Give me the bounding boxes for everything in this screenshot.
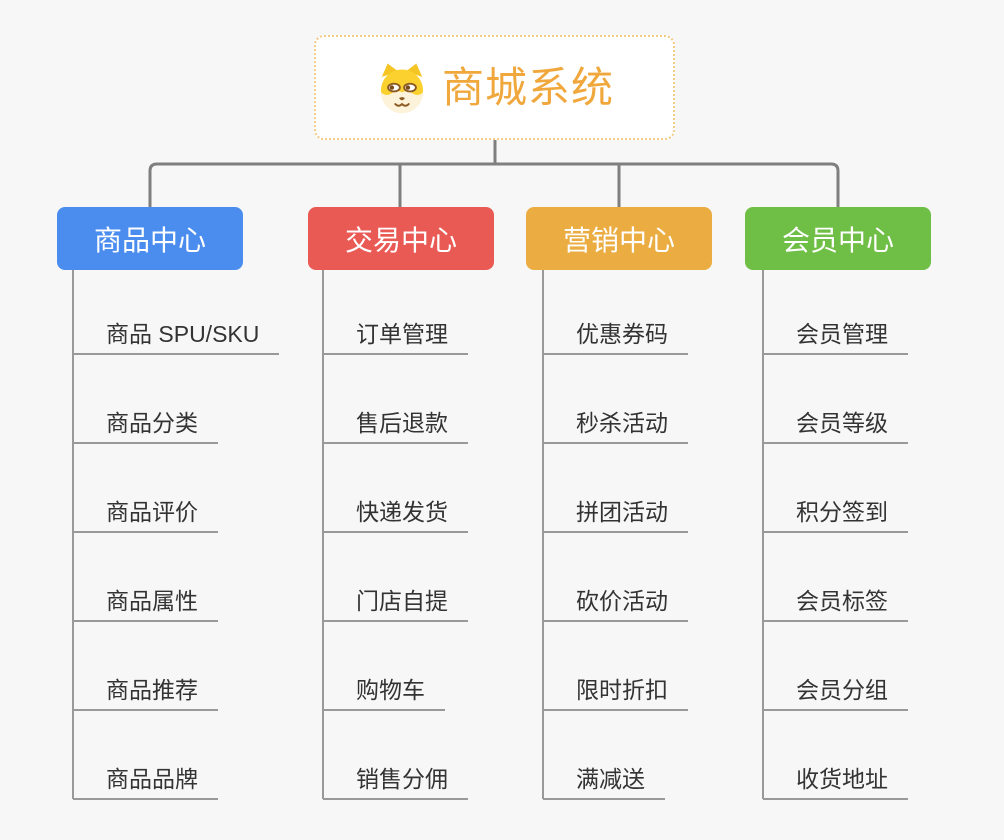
branch-node-trade-center[interactable]: 交易中心 [308, 207, 494, 270]
marketing-leaf[interactable]: 限时折扣 [543, 677, 688, 711]
product-leaf[interactable]: 商品分类 [73, 410, 218, 444]
product-leaf[interactable]: 商品品牌 [73, 766, 218, 800]
branch-node-product-center[interactable]: 商品中心 [57, 207, 243, 270]
branch-node-member-center[interactable]: 会员中心 [745, 207, 931, 270]
member-leaf[interactable]: 积分签到 [763, 499, 908, 533]
trade-leaf[interactable]: 快递发货 [323, 499, 468, 533]
member-leaf[interactable]: 会员标签 [763, 588, 908, 622]
trade-leaf[interactable]: 销售分佣 [323, 766, 468, 800]
product-leaf[interactable]: 商品推荐 [73, 677, 218, 711]
root-node[interactable]: 商城系统 [314, 35, 675, 140]
member-leaf[interactable]: 会员分组 [763, 677, 908, 711]
product-leaf[interactable]: 商品评价 [73, 499, 218, 533]
marketing-leaf[interactable]: 砍价活动 [543, 588, 688, 622]
marketing-leaf[interactable]: 优惠券码 [543, 321, 688, 355]
marketing-leaf[interactable]: 秒杀活动 [543, 410, 688, 444]
trade-leaf[interactable]: 门店自提 [323, 588, 468, 622]
trade-leaf[interactable]: 订单管理 [323, 321, 468, 355]
member-leaf[interactable]: 会员等级 [763, 410, 908, 444]
product-leaf[interactable]: 商品 SPU/SKU [73, 321, 280, 355]
dog-face-icon [380, 63, 424, 113]
trade-leaf[interactable]: 购物车 [323, 677, 445, 711]
marketing-leaf[interactable]: 满减送 [543, 766, 665, 800]
marketing-leaf[interactable]: 拼团活动 [543, 499, 688, 533]
member-leaf[interactable]: 会员管理 [763, 321, 908, 355]
branch-node-marketing-center[interactable]: 营销中心 [526, 207, 712, 270]
member-leaf[interactable]: 收货地址 [763, 766, 908, 800]
trade-leaf[interactable]: 售后退款 [323, 410, 468, 444]
root-title: 商城系统 [441, 63, 614, 111]
product-leaf[interactable]: 商品属性 [73, 588, 218, 622]
